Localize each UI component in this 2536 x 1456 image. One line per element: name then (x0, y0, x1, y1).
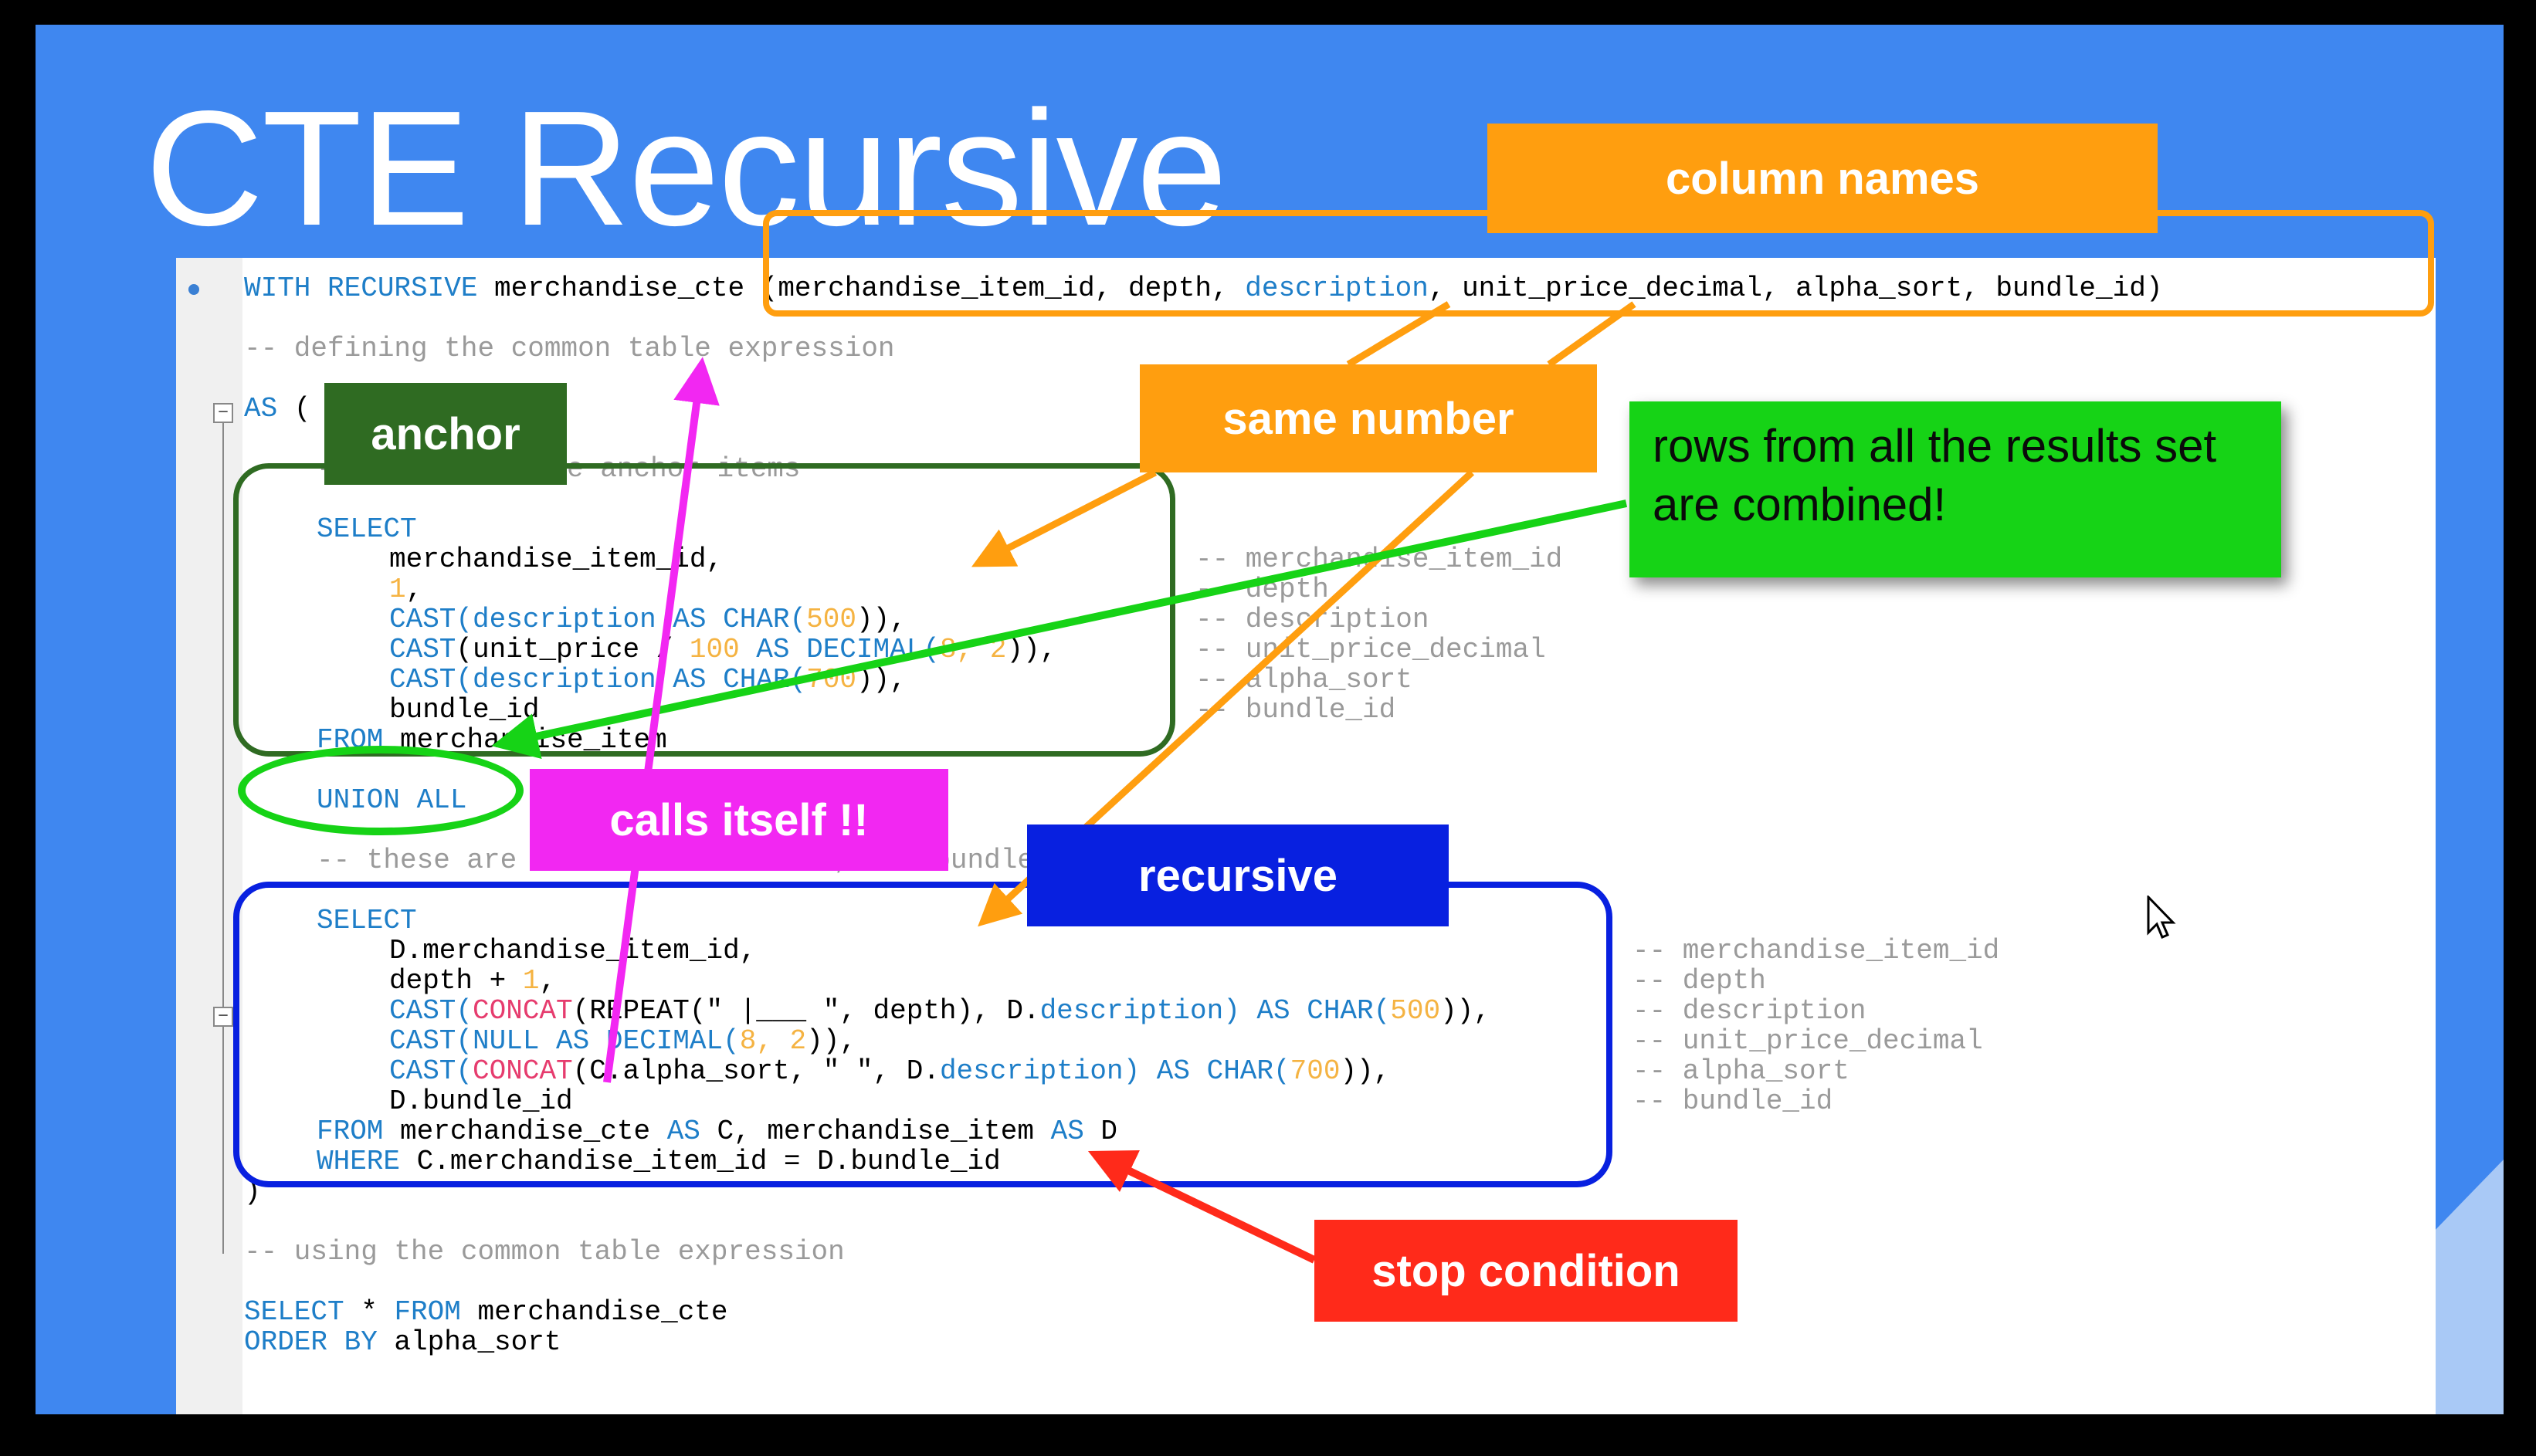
code-rec-col4: CAST(NULL AS DECIMAL(8, 2)), (389, 1025, 856, 1057)
code-rec-col5: CAST(CONCAT(C.alpha_sort, " ", D.descrip… (389, 1055, 1391, 1087)
code-anchor-select: SELECT (317, 513, 417, 545)
code-anchor-col3: CAST(description AS CHAR(500)), (389, 604, 907, 635)
anchor-comment-4: -- unit_price_decimal (1195, 634, 1546, 665)
label-anchor: anchor (324, 383, 567, 485)
fold-guide-line (222, 423, 224, 1254)
mouse-pointer-icon (2147, 896, 2176, 939)
code-rec-select: SELECT (317, 905, 417, 936)
code-rec-col6: D.bundle_id (389, 1085, 573, 1117)
recursive-outline (233, 882, 1612, 1187)
slide-title: CTE Recursive (145, 76, 1227, 259)
label-stop-condition: stop condition (1314, 1220, 1738, 1322)
union-all-outline (238, 746, 524, 835)
anchor-comment-5: -- alpha_sort (1195, 664, 1412, 696)
code-final-select: SELECT * FROM merchandise_cte (244, 1296, 728, 1328)
label-column-names: column names (1487, 124, 2158, 233)
label-same-number: same number (1140, 364, 1597, 472)
code-rec-from: FROM merchandise_cte AS C, merchandise_i… (317, 1116, 1118, 1147)
recursive-comment-5: -- alpha_sort (1632, 1055, 1849, 1087)
label-calls-itself: calls itself !! (530, 769, 948, 871)
recursive-comment-2: -- depth (1632, 965, 1766, 997)
recursive-comment-4: -- unit_price_decimal (1632, 1025, 1983, 1057)
recursive-comment-6: -- bundle_id (1632, 1085, 1833, 1117)
code-line-as: AS ( (244, 393, 311, 425)
code-comment-define: -- defining the common table expression (244, 333, 895, 364)
code-rec-where: WHERE C.merchandise_item_id = D.bundle_i… (317, 1146, 1001, 1177)
code-anchor-col5: CAST(description AS CHAR(700)), (389, 664, 907, 696)
code-anchor-col1: merchandise_item_id, (389, 543, 724, 575)
code-comment-using: -- using the common table expression (244, 1236, 845, 1268)
code-line-with: WITH RECURSIVE merchandise_cte (merchand… (244, 273, 2163, 304)
code-rec-col1: D.merchandise_item_id, (389, 935, 757, 967)
code-rec-col2: depth + 1, (389, 965, 557, 997)
fold-minus-icon[interactable]: − (213, 403, 233, 423)
label-recursive: recursive (1027, 825, 1449, 926)
note-combined: rows from all the results set are combin… (1629, 401, 2281, 577)
fold-minus-icon[interactable]: − (213, 1007, 233, 1027)
annotation-arrows (491, 301, 1636, 1264)
editor-gutter (176, 258, 242, 1414)
anchor-outline (233, 463, 1175, 757)
code-final-order: ORDER BY alpha_sort (244, 1326, 561, 1358)
recursive-comment-3: -- description (1632, 995, 1866, 1027)
breakpoint-dot (188, 284, 199, 295)
recursive-comment-1: -- merchandise_item_id (1632, 935, 2000, 967)
code-anchor-col2: 1, (389, 574, 423, 605)
slide: CTE Recursive − − WITH RECURSIVE merchan… (36, 25, 2504, 1414)
anchor-comment-3: -- description (1195, 604, 1429, 635)
code-rec-col3: CAST(CONCAT(REPEAT(" |___ ", depth), D.d… (389, 995, 1490, 1027)
